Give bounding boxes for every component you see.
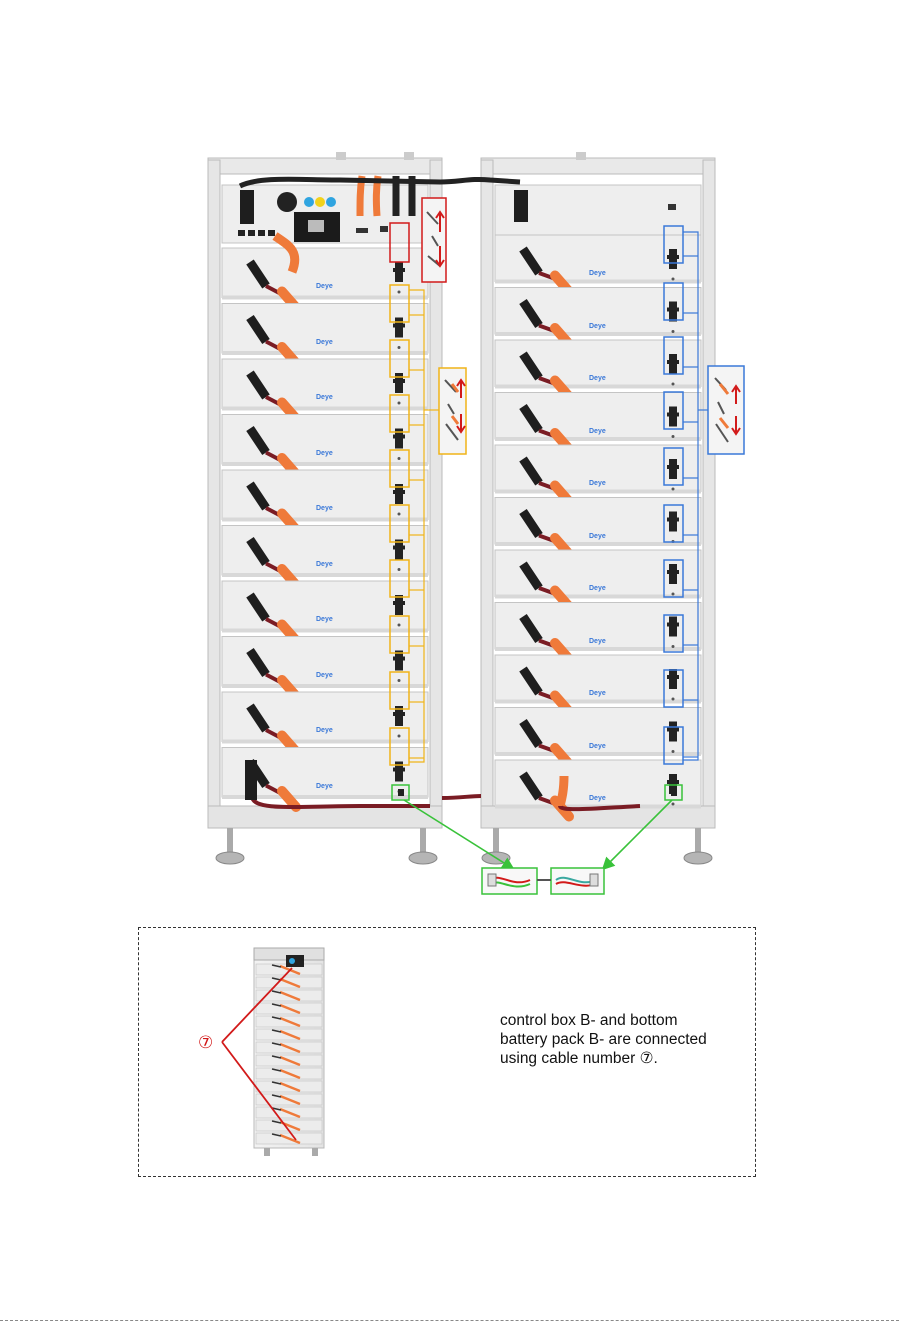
battery-module [495,288,701,345]
battery-module [222,359,428,419]
display-window [308,220,324,232]
left-rack-lift-tab [404,152,414,160]
battery-module [495,498,701,555]
module-brand-label: Deye [589,533,606,540]
left-rack-top-frame [208,158,442,174]
right-rack-post [703,160,715,828]
bottom-link-cable [442,796,481,798]
cable-number-label: ⑦ [198,1033,213,1053]
battery-module [495,708,701,765]
module-brand-label: Deye [316,394,333,401]
left-rack-post [208,160,220,828]
control-box [222,176,428,243]
right-rack-feet [482,828,712,864]
indicator-blue [304,197,314,207]
module-brand-label: Deye [316,672,333,679]
battery-module [495,393,701,450]
battery-module [222,581,428,641]
battery-module [222,248,428,308]
battery-module [222,470,428,530]
module-brand-label: Deye [316,561,333,568]
usb-port [356,228,368,233]
module-brand-label: Deye [316,616,333,623]
orange-cable [560,776,564,806]
module-brand-label: Deye [316,450,333,457]
module-brand-label: Deye [589,795,606,802]
callout-line: control box B- and bottom [500,1011,740,1030]
module-brand-label: Deye [589,270,606,277]
battery-module [495,603,701,660]
module-brand-label: Deye [589,428,606,435]
callout-line: battery pack B- are connected [500,1030,740,1049]
module-brand-label: Deye [589,323,606,330]
right-rack-lift-tab [576,152,586,160]
battery-module [495,445,701,502]
battery-module [222,692,428,752]
module-brand-label: Deye [316,727,333,734]
battery-module [222,526,428,586]
right-rack-post [481,160,493,828]
yellow-cable-detail [439,368,466,454]
battery-module [495,340,701,397]
module-brand-label: Deye [589,638,606,645]
module-brand-label: Deye [589,375,606,382]
module-brand-label: Deye [316,783,333,790]
battery-module [222,304,428,364]
blue-cable-detail [708,366,744,454]
left-rack-feet [216,828,437,864]
indicator-yellow [315,197,325,207]
bottom-black-plug [245,760,257,800]
battery-module [222,415,428,475]
module-brand-label: Deye [589,480,606,487]
battery-module [495,550,701,607]
power-switch-icon [277,192,297,212]
left-rack-lift-tab [336,152,346,160]
right-rack [481,152,715,864]
callout-line: using cable number ⑦. [500,1049,740,1068]
right-rack-top-frame [481,158,715,174]
module-brand-label: Deye [316,339,333,346]
main-cable-plug [240,190,254,224]
left-battery-modules [222,248,428,807]
battery-module [222,637,428,697]
module-brand-label: Deye [589,585,606,592]
module-brand-label: Deye [589,743,606,750]
module-brand-label: Deye [316,505,333,512]
callout-description: control box B- and bottom battery pack B… [500,1011,740,1068]
page-bottom-rule [0,1320,899,1321]
right-top-plug [514,190,528,222]
indicator-blue-2 [326,197,336,207]
module-brand-label: Deye [316,283,333,290]
battery-module [495,655,701,712]
module-brand-label: Deye [589,690,606,697]
left-rack-base [208,806,442,828]
